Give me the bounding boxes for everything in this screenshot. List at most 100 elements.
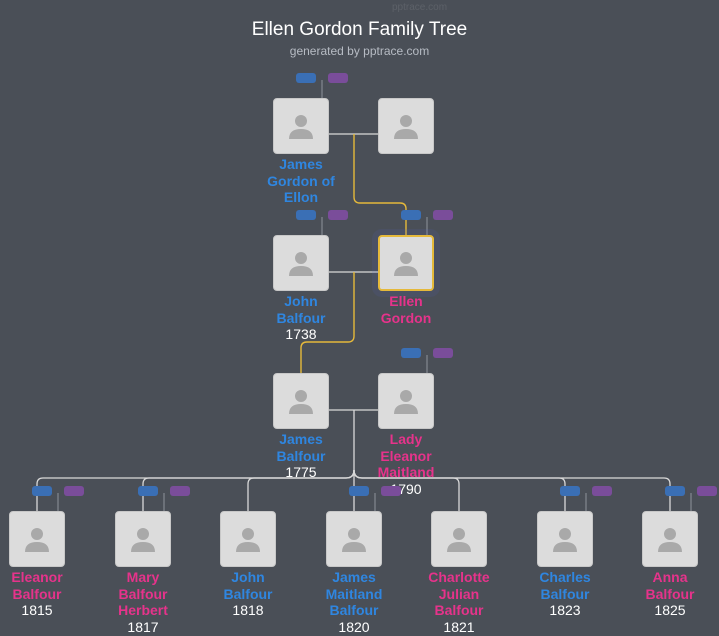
person-name-line: James — [332, 569, 376, 585]
person-silhouette-icon — [289, 390, 313, 414]
person-name-line: Balfour — [118, 585, 168, 602]
expand-parents-button[interactable] — [296, 210, 316, 220]
person-name-line: Charlotte — [428, 569, 490, 585]
expand-parents-button[interactable] — [32, 486, 52, 496]
person-card[interactable] — [220, 511, 276, 567]
person-name-line: Eleanor — [11, 569, 63, 585]
person-name-line: Charles — [539, 569, 591, 585]
person-name-line: Balfour — [276, 447, 326, 464]
person-name-line: Balfour — [12, 585, 62, 602]
person-name-line: Mary — [126, 569, 160, 585]
person-name-line: Gordon — [380, 309, 432, 326]
expand-parents-button[interactable] — [138, 486, 158, 496]
person-birth-year: 1817 — [127, 618, 159, 635]
expand-family-button[interactable] — [170, 486, 190, 496]
person-controls — [138, 486, 192, 496]
person-name-line: James — [279, 431, 323, 447]
expand-family-button[interactable] — [433, 348, 453, 358]
person-birth-year: 1738 — [285, 326, 317, 342]
person-silhouette-icon — [658, 528, 682, 552]
expand-family-button[interactable] — [328, 73, 348, 83]
person-card[interactable] — [273, 235, 329, 291]
expand-parents-button[interactable] — [560, 486, 580, 496]
person-name-line: Maitland — [325, 585, 383, 602]
person-name-line: Balfour — [223, 585, 273, 602]
person-controls — [296, 210, 350, 220]
person-silhouette-icon — [394, 390, 418, 414]
person-silhouette-icon — [553, 528, 577, 552]
expand-parents-button[interactable] — [349, 486, 369, 496]
person-card[interactable] — [326, 511, 382, 567]
expand-family-button[interactable] — [433, 210, 453, 220]
person-card[interactable] — [537, 511, 593, 567]
person-name-line: John — [231, 569, 265, 585]
person-name-line: Eleanor — [380, 447, 432, 464]
person-name-line: Balfour — [434, 602, 484, 618]
person-controls — [560, 486, 614, 496]
person-birth-year: 1821 — [443, 618, 475, 635]
person-name-line: Balfour — [329, 602, 379, 618]
person-name-line: James — [279, 156, 323, 172]
person-silhouette-icon — [394, 252, 418, 276]
person-birth-year: 1825 — [654, 602, 686, 618]
person-card[interactable] — [115, 511, 171, 567]
expand-family-button[interactable] — [592, 486, 612, 496]
person-card[interactable] — [273, 98, 329, 154]
expand-parents-button[interactable] — [665, 486, 685, 496]
person-silhouette-icon — [25, 528, 49, 552]
person-name-line: Balfour — [540, 585, 590, 602]
expand-family-button[interactable] — [381, 486, 401, 496]
expand-family-button[interactable] — [697, 486, 717, 496]
person-card[interactable] — [378, 98, 434, 154]
person-controls — [401, 210, 455, 220]
expand-family-button[interactable] — [328, 210, 348, 220]
person-name-line: Ellen — [389, 293, 423, 309]
person-name-line: Balfour — [645, 585, 695, 602]
person-silhouette-icon — [289, 252, 313, 276]
expand-family-button[interactable] — [64, 486, 84, 496]
page-subtitle: generated by pptrace.com — [289, 44, 430, 58]
person-silhouette-icon — [447, 528, 471, 552]
person-silhouette-icon — [394, 115, 418, 139]
person-card[interactable] — [9, 511, 65, 567]
person-name-line: Anna — [652, 569, 688, 585]
watermark: pptrace.com — [392, 2, 448, 13]
person-silhouette-icon — [342, 528, 366, 552]
expand-parents-button[interactable] — [401, 348, 421, 358]
person-name-line: Balfour — [276, 309, 326, 326]
expand-parents-button[interactable] — [401, 210, 421, 220]
person-card[interactable] — [642, 511, 698, 567]
person-name-line: John — [284, 293, 318, 309]
person-card[interactable] — [273, 373, 329, 429]
parent-line-to-ellen — [353, 134, 407, 235]
person-card[interactable] — [431, 511, 487, 567]
person-card[interactable] — [378, 235, 434, 291]
person-card[interactable] — [378, 373, 434, 429]
expand-parents-button[interactable] — [296, 73, 316, 83]
person-name-line: Ellon — [283, 189, 319, 205]
child-line-anna-balfour — [353, 469, 671, 511]
person-controls — [32, 486, 86, 496]
person-silhouette-icon — [131, 528, 155, 552]
person-birth-year: 1775 — [285, 464, 317, 480]
person-controls — [401, 348, 455, 358]
parent-line-to-james — [300, 272, 355, 373]
person-name-line: Maitland — [377, 464, 435, 480]
person-name-line: Julian — [438, 585, 480, 602]
person-birth-year: 1818 — [232, 602, 264, 618]
person-controls — [665, 486, 719, 496]
page-title: Ellen Gordon Family Tree — [251, 19, 468, 40]
person-name-line: Gordon of — [267, 172, 335, 189]
